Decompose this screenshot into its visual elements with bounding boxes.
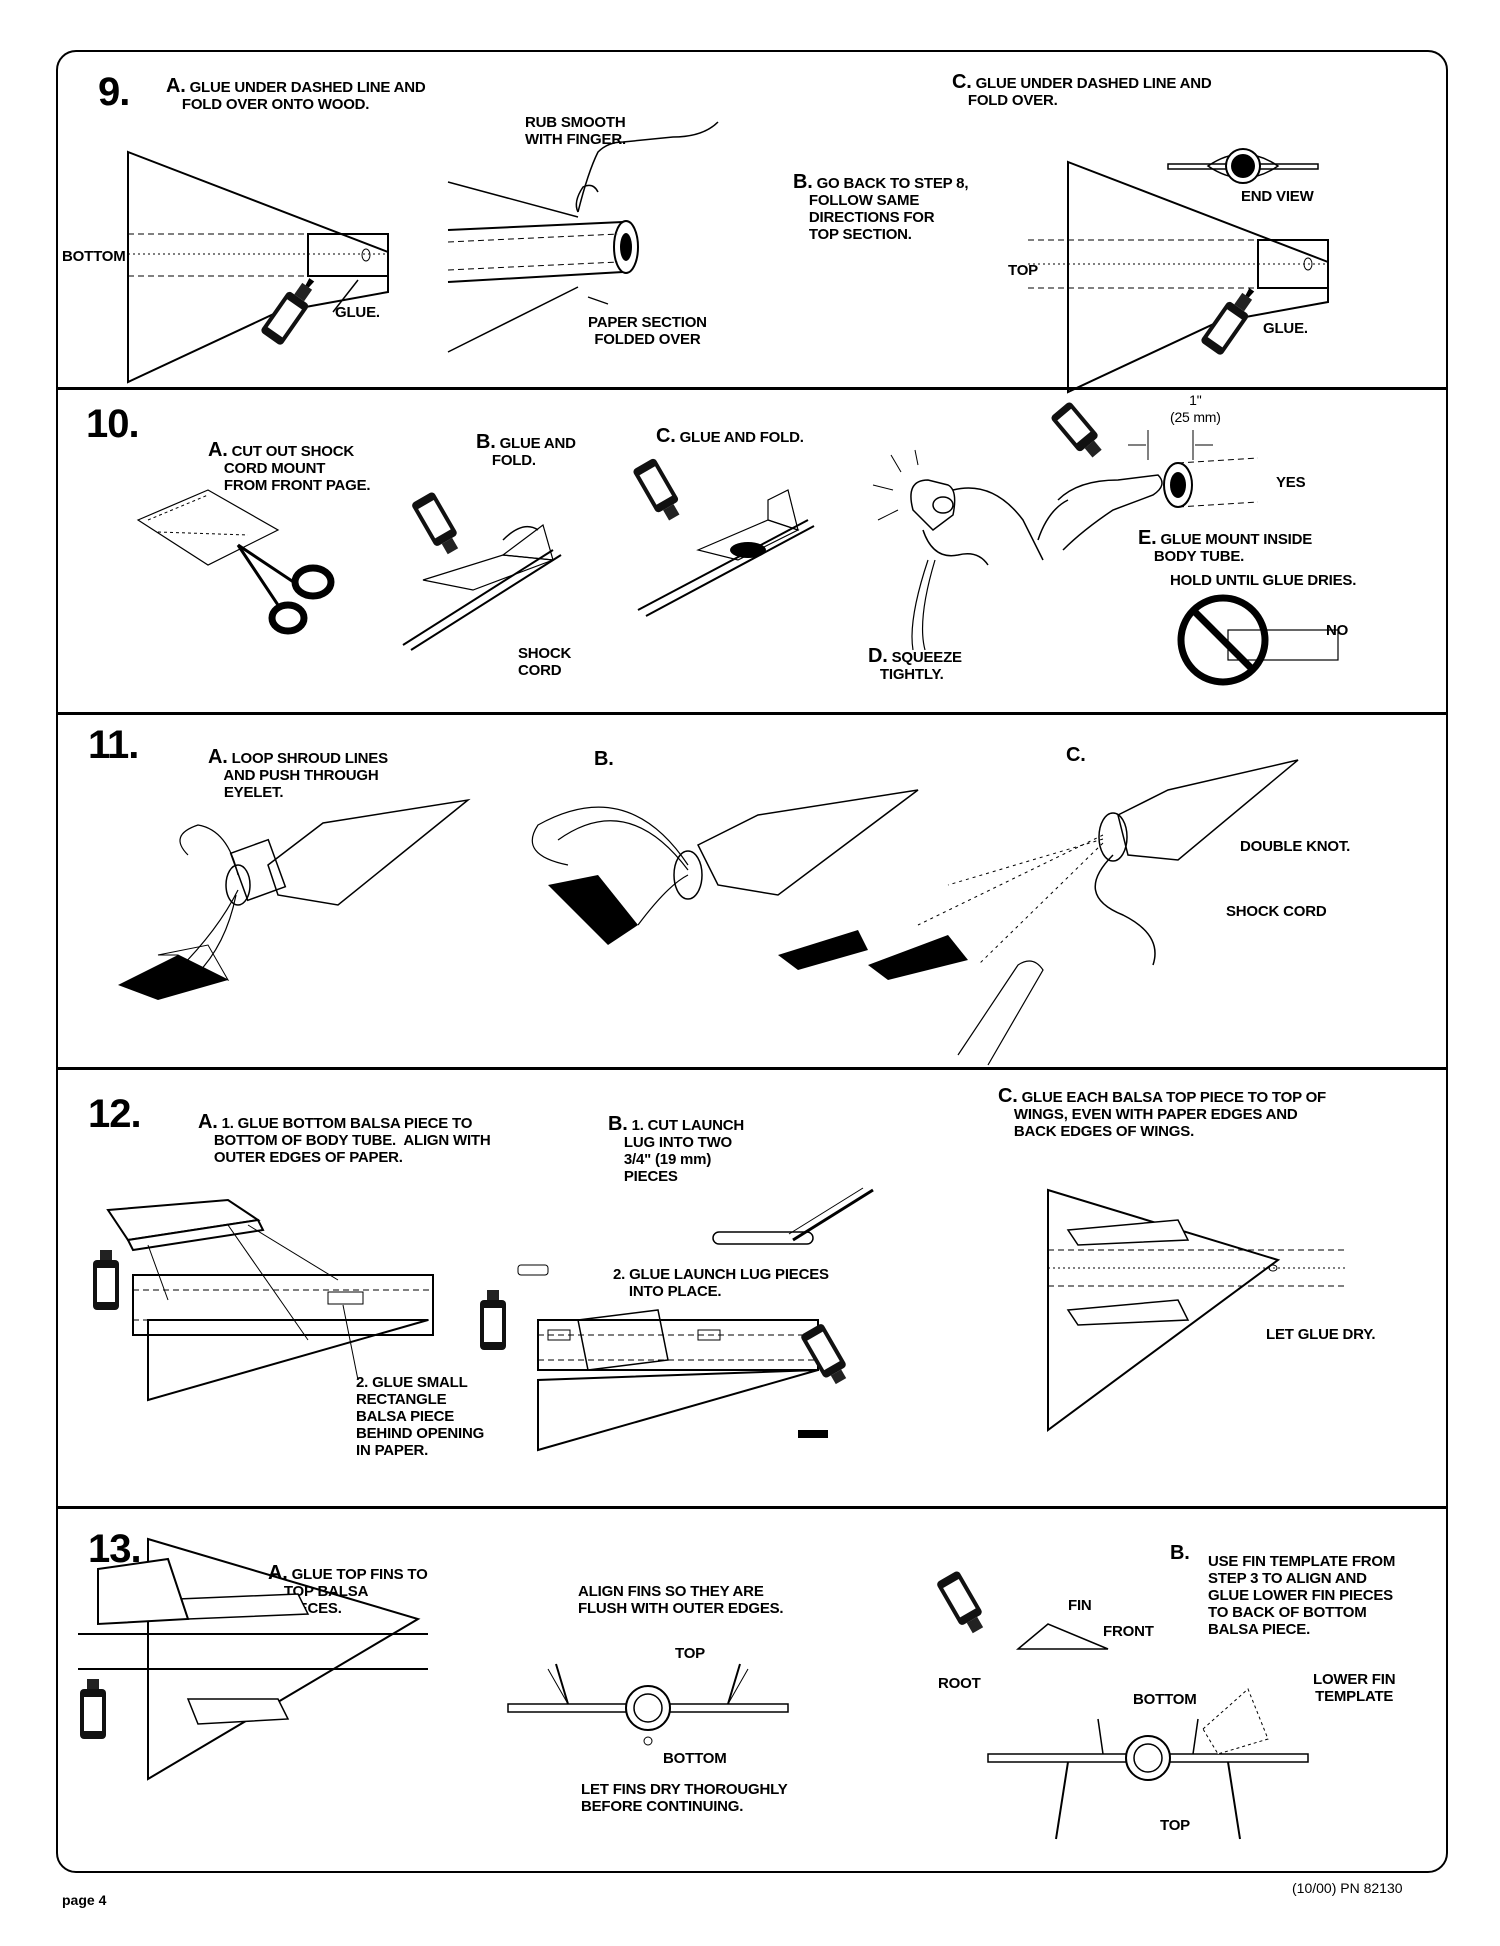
step-number: 11. xyxy=(88,723,139,767)
top-label: TOP xyxy=(1008,262,1038,279)
step-10a-instruction: A. CUT OUT SHOCK CORD MOUNT FROM FRONT P… xyxy=(208,439,371,494)
step-10b-instruction: B. GLUE AND FOLD. xyxy=(476,431,576,469)
step-9a-instruction: A. GLUE UNDER DASHED LINE AND FOLD OVER … xyxy=(166,75,426,113)
dimension-label: 1" (25 mm) xyxy=(1170,392,1221,425)
double-knot-diagram xyxy=(868,759,1299,1066)
part-number: (10/00) PN 82130 xyxy=(1292,1880,1403,1896)
step-number: 12. xyxy=(88,1092,142,1136)
hold-label: HOLD UNTIL GLUE DRIES. xyxy=(1170,572,1357,589)
bottom-label: BOTTOM xyxy=(62,248,126,265)
root-label: ROOT xyxy=(938,1675,981,1692)
let-glue-dry-label: LET GLUE DRY. xyxy=(1266,1326,1376,1343)
shock-cord-label: SHOCK CORD xyxy=(518,645,572,679)
fin-label: FIN xyxy=(1068,1597,1092,1614)
step-10c-instruction: C. GLUE AND FOLD. xyxy=(656,425,804,447)
step-number: 13. xyxy=(88,1527,142,1571)
glue-and-fold-diagram xyxy=(633,458,815,617)
top-balsa-diagram xyxy=(1047,1188,1348,1432)
wing-diagram-9c xyxy=(1028,160,1329,394)
glue-mount-diagram xyxy=(1037,402,1259,551)
top-fins-diagram xyxy=(78,1537,428,1781)
fin-alignment-front-view xyxy=(507,1663,789,1746)
scissors-cutting-diagram xyxy=(136,489,335,635)
lower-fin-rear-view xyxy=(987,1688,1309,1840)
section-divider xyxy=(58,712,1446,715)
bottom-balsa-diagram xyxy=(93,1198,434,1402)
squeeze-hand-diagram xyxy=(872,449,1044,651)
step-9c-instruction: C. GLUE UNDER DASHED LINE AND FOLD OVER. xyxy=(952,71,1212,109)
step-9-section: 9. A. GLUE UNDER DASHED LINE AND FOLD OV… xyxy=(58,52,1446,394)
step-9b-instruction: B. GO BACK TO STEP 8, FOLLOW SAME DIRECT… xyxy=(793,171,969,243)
glue-bottle-icon xyxy=(1201,288,1255,355)
step-12-section: 12. A. 1. GLUE BOTTOM BALSA PIECE TO BOT… xyxy=(58,1070,1446,1506)
paper-section-label: PAPER SECTION FOLDED OVER xyxy=(588,314,707,348)
glue-bottle-icon xyxy=(261,278,315,345)
align-fins-label: ALIGN FINS SO THEY ARE FLUSH WITH OUTER … xyxy=(578,1583,784,1617)
shock-cord-label: SHOCK CORD xyxy=(1226,903,1327,920)
launch-lug-note: 2. GLUE LAUNCH LUG PIECES INTO PLACE. xyxy=(613,1266,829,1300)
step-11a-instruction: A. LOOP SHROUD LINES AND PUSH THROUGH EY… xyxy=(208,746,388,801)
double-knot-label: DOUBLE KNOT. xyxy=(1240,838,1351,855)
glue-label: GLUE. xyxy=(1263,320,1308,337)
end-view-diagram xyxy=(1167,148,1319,184)
end-view-label: END VIEW xyxy=(1241,188,1314,205)
step-12c-instruction: C. GLUE EACH BALSA TOP PIECE TO TOP OF W… xyxy=(998,1085,1327,1140)
step-11c-label: C. xyxy=(1066,744,1086,766)
launch-lug-glue-diagram xyxy=(480,1264,847,1452)
step-10-section: 10. A. CUT OUT SHOCK CORD MOUNT FROM FRO… xyxy=(58,390,1446,712)
step-12a-instruction: A. 1. GLUE BOTTOM BALSA PIECE TO BOTTOM … xyxy=(198,1111,491,1166)
launch-lug-cut-diagram xyxy=(712,1187,874,1245)
shroud-loop-diagram xyxy=(531,789,919,970)
bottom-label: BOTTOM xyxy=(663,1750,727,1767)
section-divider xyxy=(58,1067,1446,1070)
glue-and-fold-diagram xyxy=(402,492,562,651)
top-label: TOP xyxy=(1160,1817,1190,1834)
step-13b-text: USE FIN TEMPLATE FROM STEP 3 TO ALIGN AN… xyxy=(1208,1553,1396,1638)
tube-finger-diagram xyxy=(447,121,719,353)
glue-label: GLUE. xyxy=(335,304,380,321)
step-number: 10. xyxy=(86,402,140,446)
wing-diagram-9a xyxy=(127,150,389,384)
step-10d-instruction: D. SQUEEZE TIGHTLY. xyxy=(868,645,962,683)
step-11-section: 11. A. LOOP SHROUD LINES AND PUSH THROUG… xyxy=(58,715,1446,1067)
page-number: page 4 xyxy=(62,1892,107,1908)
step-number: 9. xyxy=(98,70,130,114)
lower-fin-glue-diagram xyxy=(937,1571,1109,1650)
step-13b-instruction: B. xyxy=(1170,1542,1190,1564)
top-label: TOP xyxy=(675,1645,705,1662)
let-fins-dry-label: LET FINS DRY THOROUGHLY BEFORE CONTINUIN… xyxy=(581,1781,788,1815)
step-13-section: 13. A. GLUE TOP FINS TO TOP BALSA PIECES… xyxy=(58,1509,1446,1871)
section-divider xyxy=(58,1506,1446,1509)
small-rectangle-note: 2. GLUE SMALL RECTANGLE BALSA PIECE BEHI… xyxy=(356,1374,485,1459)
step-12b-instruction: B. 1. CUT LAUNCH LUG INTO TWO 3/4" (19 m… xyxy=(608,1113,744,1185)
instruction-frame: 9. A. GLUE UNDER DASHED LINE AND FOLD OV… xyxy=(56,50,1448,1873)
lower-fin-template-label: LOWER FIN TEMPLATE xyxy=(1313,1671,1396,1705)
bottom-label: BOTTOM xyxy=(1133,1691,1197,1708)
section-divider xyxy=(58,387,1446,390)
yes-label: YES xyxy=(1276,474,1306,491)
step-10e-instruction: E. GLUE MOUNT INSIDE BODY TUBE. xyxy=(1138,527,1313,565)
no-sign-icon xyxy=(1177,594,1339,686)
front-label: FRONT xyxy=(1103,1623,1154,1640)
step-11b-label: B. xyxy=(594,748,614,770)
nose-cone-parachute-diagram xyxy=(118,798,471,1000)
